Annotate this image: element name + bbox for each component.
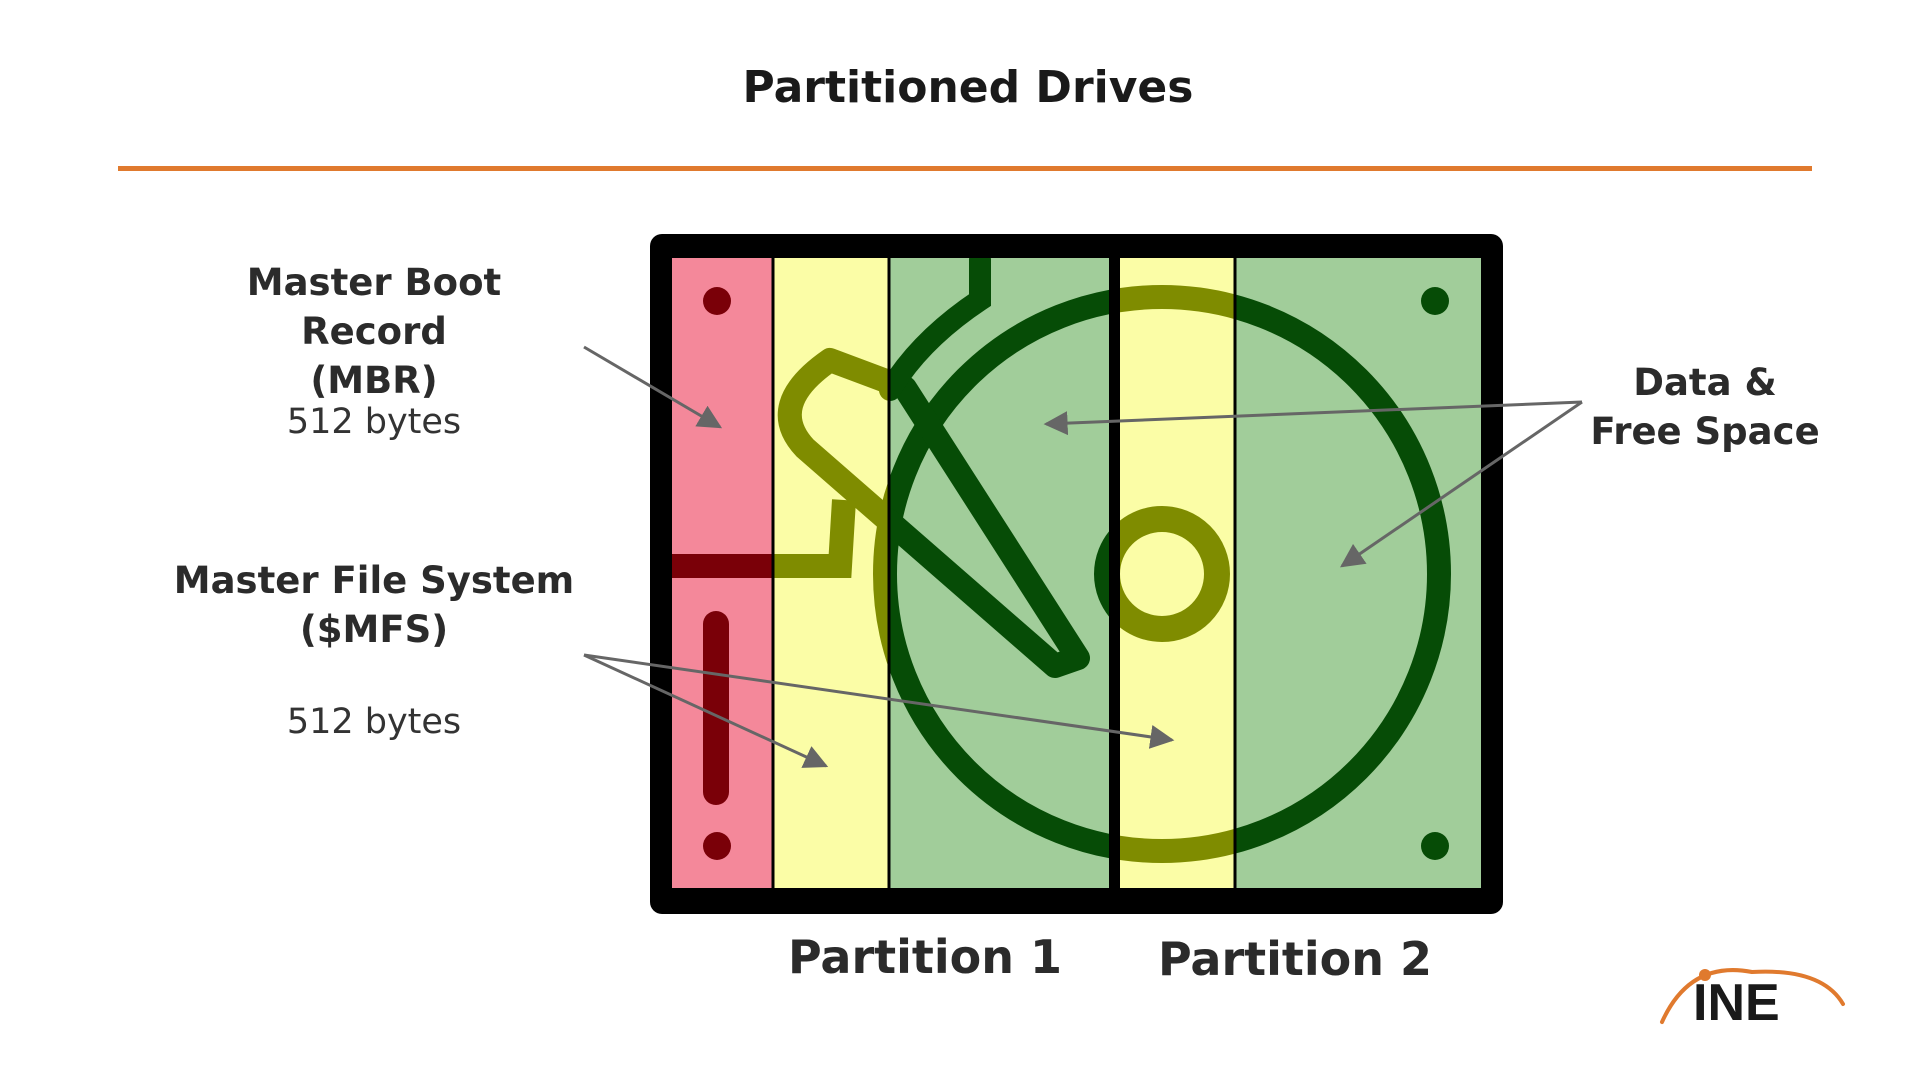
mfs-title-line1: Master File System <box>173 559 575 602</box>
mbr-title-line1: Master Boot Record <box>246 261 502 353</box>
svg-text:INE: INE <box>1693 974 1780 1032</box>
partition-divider <box>1109 258 1120 888</box>
mfs-size: 512 bytes <box>286 702 462 742</box>
mbr-title: Master Boot Record (MBR) <box>168 258 580 405</box>
mfs-arrow-1 <box>583 653 829 768</box>
mfs-title: Master File System ($MFS) <box>168 556 580 654</box>
mfs-arrow-2 <box>583 653 1175 749</box>
data-arrow-1 <box>1043 400 1583 436</box>
mbr-arrow <box>583 345 723 429</box>
mbr-title-line2: (MBR) <box>310 359 438 402</box>
partition-2-label: Partition 2 <box>1157 932 1433 986</box>
data-label-line1: Data & <box>1633 361 1777 404</box>
data-arrow-2 <box>1340 400 1583 568</box>
title-divider <box>118 166 1812 171</box>
slide-title: Partitioned Drives <box>742 62 1194 113</box>
mbr-size: 512 bytes <box>286 402 462 442</box>
mfs-title-line2: ($MFS) <box>299 608 449 651</box>
data-free-space-label: Data & Free Space <box>1580 358 1830 456</box>
partition-1-label: Partition 1 <box>787 930 1063 984</box>
data-label-line2: Free Space <box>1590 410 1820 453</box>
ine-logo-icon: INE <box>1660 968 1845 1032</box>
